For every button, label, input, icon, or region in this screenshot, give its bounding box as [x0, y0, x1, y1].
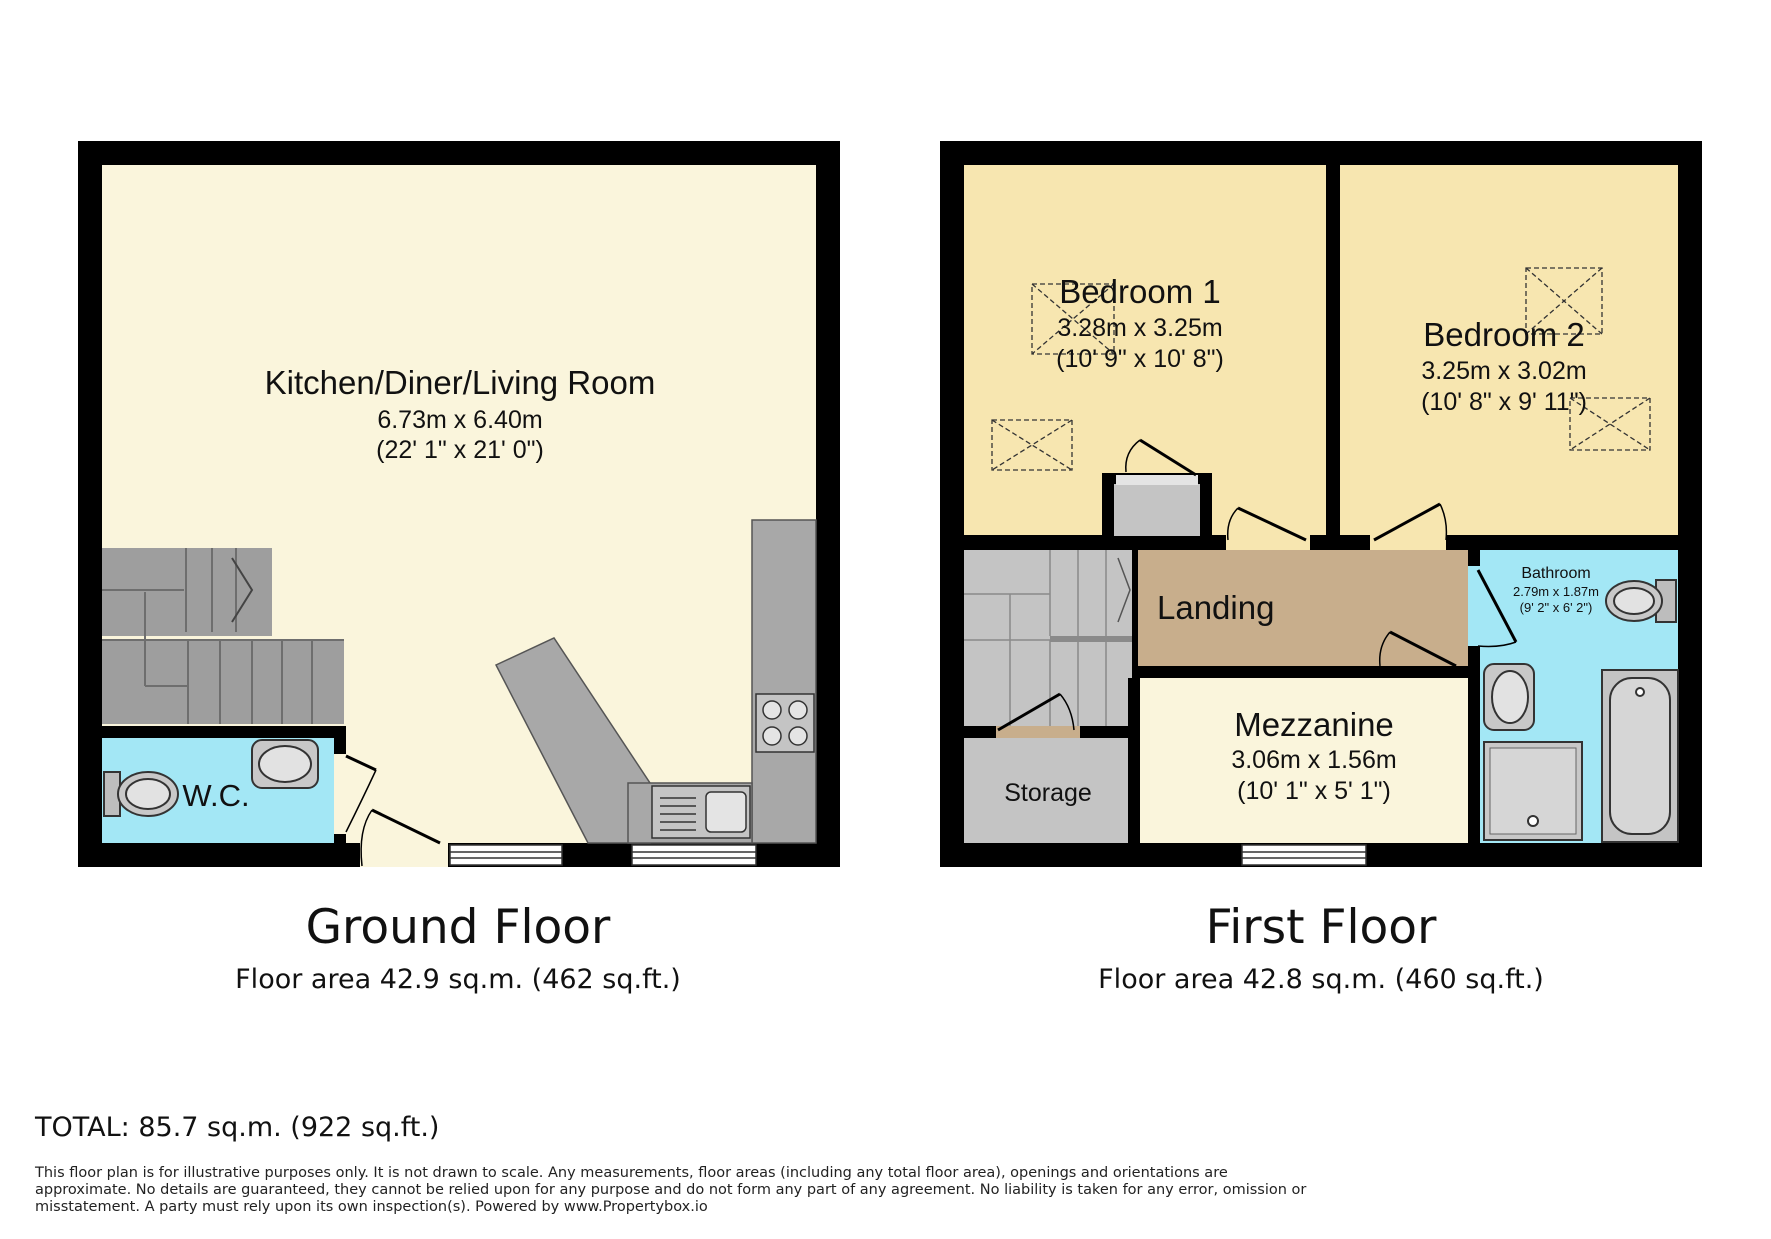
skylight-icon: [1031, 283, 1115, 355]
bedroom-1-door: [1226, 506, 1307, 542]
hob-icon: [755, 693, 815, 753]
ground-window-1: [449, 844, 563, 866]
kitchen-imperial: (22' 1" x 21' 0"): [376, 436, 544, 464]
bedroom-1-label: Bedroom 1: [1059, 273, 1220, 310]
bedroom-2-imperial: (10' 8" x 9' 11"): [1421, 388, 1587, 416]
ground-floor-plan: Kitchen/Diner/Living Room 6.73m x 6.40m …: [78, 141, 840, 867]
bedrooms-bottom-wall: [964, 535, 1678, 550]
first-floor-plan: Bedroom 1 3.28m x 3.25m (10' 9" x 10' 8"…: [940, 141, 1702, 867]
bathtub-icon: [1601, 669, 1679, 843]
landing-label: Landing: [1157, 589, 1274, 626]
first-floor-area: Floor area 42.8 sq.m. (460 sq.ft.): [1098, 964, 1544, 995]
kitchen-metric: 6.73m x 6.40m: [377, 406, 542, 434]
wc-toilet-icon: [103, 771, 179, 817]
skylight-icon: [991, 419, 1073, 471]
mezzanine-metric: 3.06m x 1.56m: [1231, 746, 1396, 774]
wc-label: W.C.: [182, 778, 249, 813]
bathroom-metric: 2.79m x 1.87m: [1513, 584, 1599, 599]
mezzanine-imperial: (10' 1" x 5' 1"): [1237, 777, 1391, 805]
bathroom-basin-icon: [1483, 663, 1535, 731]
bedroom-2-metric: 3.25m x 3.02m: [1421, 357, 1586, 385]
ground-window-2: [631, 844, 757, 866]
ground-floor-stairs: [102, 548, 344, 724]
wc-wall-side: [334, 726, 346, 754]
wc-door: [345, 754, 377, 833]
stairs-landing-wall: [1132, 550, 1138, 726]
bedroom-divider-wall: [1326, 165, 1340, 550]
total-area: TOTAL: 85.7 sq.m. (922 sq.ft.): [35, 1112, 440, 1143]
kitchen-sink-icon: [651, 785, 751, 839]
first-floor-stairs: [964, 550, 1134, 726]
storage-door: [997, 692, 1075, 732]
cupboard-floor: [1114, 484, 1200, 536]
mezzanine-label: Mezzanine: [1234, 706, 1394, 743]
mezzanine-door: [1378, 630, 1457, 668]
skylight-icon: [1569, 397, 1651, 451]
storage-floor: [964, 738, 1128, 843]
ground-floor-title: Ground Floor: [306, 900, 611, 955]
first-floor-title: First Floor: [1206, 900, 1437, 955]
bedroom-2-label: Bedroom 2: [1423, 316, 1584, 353]
skylight-icon: [1525, 267, 1603, 335]
entrance-door-opening: [360, 843, 448, 867]
bathroom-door: [1476, 569, 1518, 648]
bathroom-imperial: (9' 2" x 6' 2"): [1520, 600, 1593, 615]
mezzanine-floor: [1140, 678, 1468, 843]
first-window: [1241, 844, 1367, 866]
bedroom-2-door: [1373, 502, 1448, 542]
storage-label: Storage: [1004, 779, 1092, 807]
kitchen-counters: [494, 519, 817, 844]
landing-bottom-wall: [1138, 666, 1468, 678]
storage-side-wall: [1128, 678, 1140, 843]
bathroom-toilet-icon: [1605, 579, 1677, 623]
bedroom-1-imperial: (10' 9" x 10' 8"): [1056, 345, 1224, 373]
kitchen-label: Kitchen/Diner/Living Room: [265, 364, 656, 401]
wc-wall-side-lower: [334, 834, 346, 846]
disclaimer: This floor plan is for illustrative purp…: [35, 1165, 1307, 1215]
bathroom-label: Bathroom: [1521, 565, 1590, 582]
entrance-door: [360, 808, 441, 867]
landing-floor: [1134, 550, 1468, 668]
bedroom-1-metric: 3.28m x 3.25m: [1057, 314, 1222, 342]
wc-basin-icon: [251, 739, 319, 789]
ground-floor-area: Floor area 42.9 sq.m. (462 sq.ft.): [235, 964, 681, 995]
wc-wall-top: [102, 726, 346, 738]
bedroom-2-floor: [1340, 165, 1678, 535]
cupboard-door: [1125, 438, 1197, 477]
shower-tray-icon: [1483, 741, 1583, 841]
